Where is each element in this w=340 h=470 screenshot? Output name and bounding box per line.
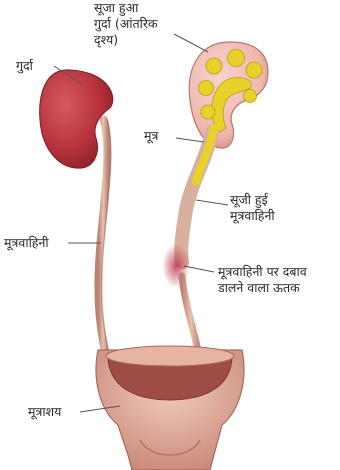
label-kidney: गुर्दा	[16, 58, 33, 74]
label-swollen-ureter-line1: सूजी हुई	[230, 192, 275, 208]
label-swollen-kidney-line1: सूजा हुआ	[94, 0, 158, 16]
label-kidney-text: गुर्दा	[16, 58, 33, 74]
label-bladder-text: मूत्राशय	[28, 404, 61, 420]
label-swollen-kidney-line2: गुर्दा (आंतरिक	[94, 16, 158, 32]
label-swollen-ureter: सूजी हुई मूत्रवाहिनी	[230, 192, 275, 224]
label-swollen-ureter-line2: मूत्रवाहिनी	[230, 208, 275, 224]
label-urine-text: मूत्र	[144, 128, 158, 144]
label-bladder: मूत्राशय	[28, 404, 61, 420]
label-ureter: मूत्रवाहिनी	[4, 235, 49, 251]
label-swollen-kidney-line3: दृश्य)	[94, 32, 158, 48]
label-pressing-tissue: मूत्रवाहिनी पर दबाव डालने वाला ऊतक	[218, 264, 307, 296]
label-pressing-tissue-line1: मूत्रवाहिनी पर दबाव	[218, 264, 307, 280]
label-ureter-text: मूत्रवाहिनी	[4, 235, 49, 251]
label-swollen-kidney: सूजा हुआ गुर्दा (आंतरिक दृश्य)	[94, 0, 158, 48]
label-pressing-tissue-line2: डालने वाला ऊतक	[218, 280, 307, 296]
label-urine: मूत्र	[144, 128, 158, 144]
